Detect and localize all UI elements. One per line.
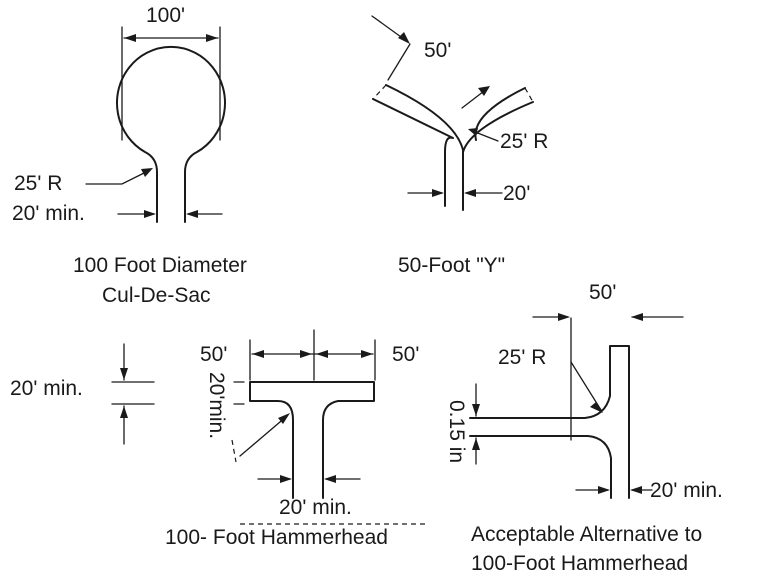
arrowhead-icon: [324, 475, 336, 483]
arrowhead-icon: [590, 402, 603, 413]
arrowhead-icon: [631, 313, 643, 321]
y-turn-outline: [372, 84, 534, 211]
culdesac-outline: [116, 45, 226, 223]
arrowhead-icon: [120, 368, 128, 380]
arrowhead-icon: [144, 210, 156, 218]
arrowhead-icon: [464, 189, 476, 197]
hammerhead-caption: 100- Foot Hammerhead: [165, 526, 388, 549]
culdesac-dim-label: 100': [146, 4, 185, 27]
alternative-caption-line2: 100-Foot Hammerhead: [471, 552, 688, 575]
arrowhead-icon: [186, 210, 198, 218]
culdesac-caption-line1: 100 Foot Diameter: [73, 254, 247, 277]
culdesac-diagram: 100' 25' R 20' min. 100 Foot Diameter Cu…: [12, 4, 247, 307]
hammerhead-dim-left: 50': [200, 343, 227, 366]
alternative-width-label: 20' min.: [650, 479, 723, 502]
arrowhead-icon: [206, 34, 218, 42]
alternative-radius-label: 25' R: [498, 346, 546, 369]
arrowhead-icon: [280, 475, 292, 483]
arrowhead-icon: [361, 350, 373, 358]
culdesac-width-label: 20' min.: [12, 202, 85, 225]
alternative-caption-line1: Acceptable Alternative to: [471, 523, 702, 546]
alternative-vertical-label: 0.15 in: [445, 400, 468, 463]
y-turn-leg-label: 50': [424, 39, 451, 62]
hammerhead-height-vertical-label: 20'min.: [205, 372, 228, 439]
y-turn-radius-label: 25' R: [500, 130, 548, 153]
arrowhead-icon: [141, 168, 153, 177]
culdesac-caption-line2: Cul-De-Sac: [102, 284, 211, 307]
alternative-outline: [469, 345, 630, 499]
arrowhead-icon: [478, 86, 490, 96]
hammerhead-dim-right: 50': [392, 343, 419, 366]
arrowhead-icon: [598, 486, 610, 494]
hammerhead-width-label: 20' min.: [279, 496, 352, 519]
arrowhead-icon: [300, 350, 312, 358]
alternative-diagram: 50' 25' R 0.15 in 20' min. Acceptable Al…: [445, 281, 723, 575]
arrowhead-icon: [252, 350, 264, 358]
arrowhead-icon: [630, 486, 642, 494]
arrowhead-icon: [120, 406, 128, 418]
hammerhead-height-label: 20' min.: [10, 377, 83, 400]
hammerhead-outline: [249, 381, 375, 499]
arrowhead-icon: [398, 32, 410, 44]
culdesac-radius-label: 25' R: [14, 172, 62, 195]
arrowhead-icon: [278, 413, 290, 424]
alternative-dim-label: 50': [589, 281, 616, 304]
y-turn-diagram: 50' 25' R 20' 50-Foot "Y": [371, 15, 548, 277]
arrowhead-icon: [432, 189, 444, 197]
y-turn-caption: 50-Foot "Y": [398, 254, 505, 277]
y-turn-width-label: 20': [503, 182, 530, 205]
hammerhead-diagram: 50' 50' 20' min. 20'min. 20' min. 100- F…: [10, 329, 428, 549]
arrowhead-icon: [124, 34, 136, 42]
arrowhead-icon: [472, 404, 480, 416]
arrowhead-icon: [316, 350, 328, 358]
arrowhead-icon: [468, 128, 478, 136]
arrowhead-icon: [558, 313, 570, 321]
arrowhead-icon: [472, 438, 480, 450]
